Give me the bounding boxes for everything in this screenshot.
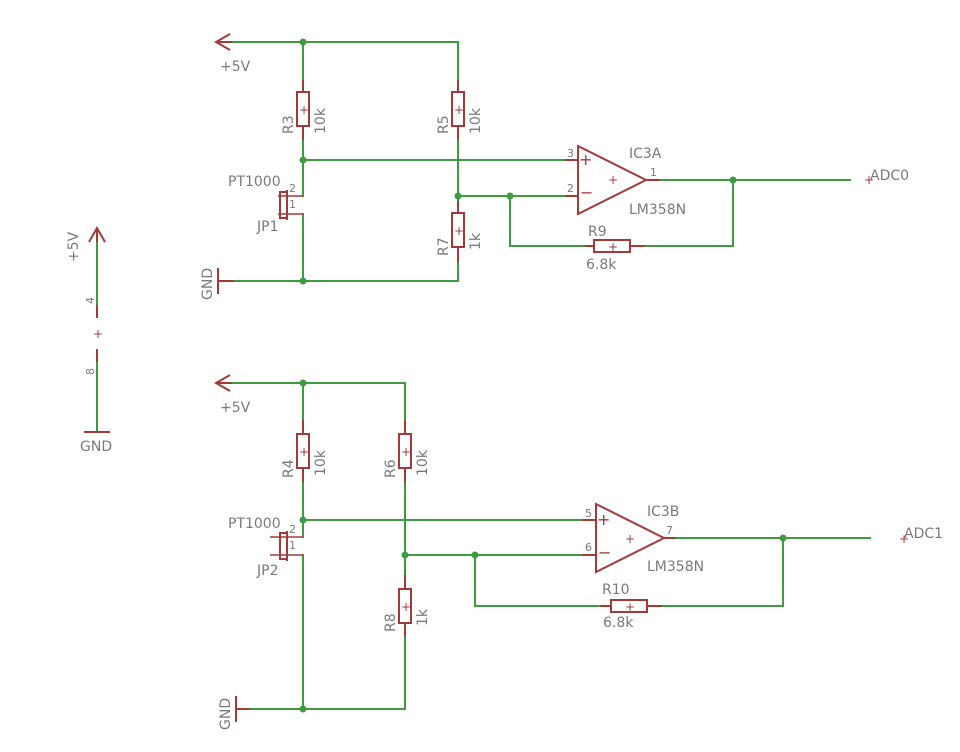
opamp-triangle-icon [577,144,649,216]
power-unit-supply-label: +5V [66,231,82,262]
svg-text:−: − [598,543,611,562]
resistor-name: R3 [281,115,297,134]
resistor-name: R4 [281,459,297,478]
net-marker-icon: + [864,173,874,187]
circuit-top-wires [229,41,851,282]
opamp-name: IC3B [647,504,679,520]
power-unit-center-mark: + [93,327,103,341]
connector-pin-lower: 1 [289,198,296,211]
net-marker-icon: + [899,532,909,546]
supply-label: +5V [220,400,251,416]
svg-text:+: + [454,103,464,117]
svg-text:+: + [299,103,309,117]
resistor-name: R8 [383,613,399,632]
resistor-r5[interactable]: + R5 10k [436,80,484,140]
resistor-r7[interactable]: + R7 1k [436,201,484,262]
connector-jp2[interactable]: PT1000 2 1 JP2 [228,516,303,579]
svg-text:+: + [625,600,635,614]
junction-dot [299,38,307,46]
junction-dot [471,551,479,559]
svg-text:+: + [608,173,618,187]
svg-text:+: + [597,510,610,529]
junction-dot [299,705,307,713]
opamp-value: LM358N [629,202,686,218]
opamp-pin-out: 7 [666,524,673,537]
resistor-name: R7 [436,237,452,256]
svg-text:+: + [454,224,464,238]
resistor-r4[interactable]: + R4 10k [281,420,329,482]
power-unit-ground-label: GND [80,439,112,455]
connector-value: PT1000 [228,174,281,190]
junction-dot [299,156,307,164]
resistor-value: 1k [415,608,431,626]
junction-dot [299,277,307,285]
circuit-bottom: +5V GND + R4 10k + R6 10k + [213,374,943,730]
opamp-pin-noninv: 5 [585,507,592,520]
ground-label: GND [218,698,234,730]
connector-pin-lower: 1 [289,539,296,552]
resistor-r6[interactable]: + R6 10k [383,420,431,482]
output-label-adc1: ADC1 [904,526,943,542]
connector-jp1[interactable]: PT1000 2 1 JP1 [228,174,303,235]
opamp-triangle-icon [595,502,667,574]
resistor-value: 10k [313,449,329,476]
resistor-value: 6.8k [586,257,617,273]
resistor-value: 6.8k [603,615,634,631]
connector-name: JP2 [256,563,278,579]
svg-text:+: + [608,240,618,254]
connector-pin-upper: 2 [289,523,296,536]
connector-name: JP1 [256,219,278,235]
resistor-value: 10k [468,107,484,134]
opamp-pin-inv: 6 [585,541,592,554]
opamp-pin-inv: 2 [567,182,574,195]
supply-arrow-icon [88,225,106,243]
junction-dot [401,551,409,559]
svg-text:+: + [579,150,592,169]
svg-text:+: + [299,445,309,459]
resistor-r9[interactable]: + R9 6.8k [585,224,645,273]
resistor-value: 10k [313,107,329,134]
output-label-adc0: ADC0 [870,168,909,184]
junction-dot [729,176,737,184]
resistor-value: 1k [468,232,484,250]
resistor-name: R6 [383,459,399,478]
power-unit-pin-bottom-label: 8 [84,368,97,375]
svg-text:+: + [401,600,411,614]
connector-value: PT1000 [228,516,281,532]
junction-dot [506,192,514,200]
resistor-name: R10 [602,582,630,598]
svg-text:+: + [401,445,411,459]
opamp-pin-out: 1 [650,166,657,179]
supply-label: +5V [220,59,251,75]
opamp-ic3a[interactable]: + − + 3 2 1 IC3A LM358N [565,144,686,218]
resistor-name: R5 [436,115,452,134]
svg-text:+: + [625,532,635,546]
circuit-top: +5V GND + R3 10k + R5 10k + [200,33,909,300]
power-unit-pin-top-label: 4 [84,297,97,304]
svg-text:−: − [580,183,593,202]
resistor-r3[interactable]: + R3 10k [281,80,329,140]
resistor-value: 10k [415,449,431,476]
opamp-ic3b[interactable]: + − + 5 6 7 IC3B LM358N [582,502,704,575]
supply-arrow-icon [213,33,232,51]
opamp-name: IC3A [629,146,662,162]
power-unit: +5V 4 + 8 GND [66,225,112,455]
junction-dot [454,192,462,200]
resistor-r10[interactable]: + R10 6.8k [600,582,662,631]
junction-dot [299,379,307,387]
connector-pin-upper: 2 [289,182,296,195]
circuit-bottom-wires [229,382,871,710]
supply-arrow-icon [213,374,232,392]
junction-dot [779,534,787,542]
ground-label: GND [200,268,216,300]
opamp-value: LM358N [647,559,704,575]
resistor-r8[interactable]: + R8 1k [383,575,431,637]
opamp-pin-noninv: 3 [567,147,574,160]
resistor-name: R9 [588,224,607,240]
junction-dot [299,516,307,524]
